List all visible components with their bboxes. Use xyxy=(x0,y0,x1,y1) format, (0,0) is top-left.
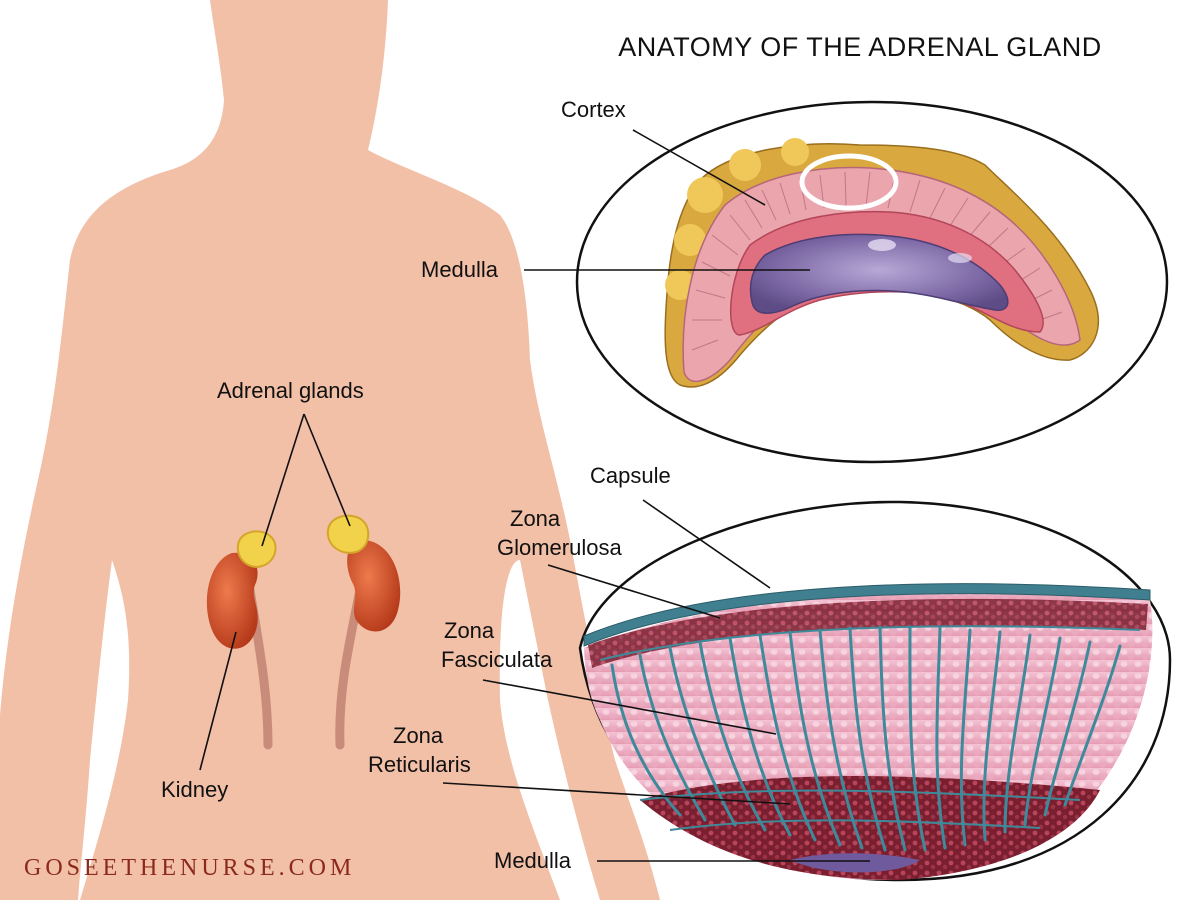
right-adrenal-gland xyxy=(326,514,370,554)
label-adrenal-glands: Adrenal glands xyxy=(217,378,364,403)
label-zona-reticularis-line1: Zona xyxy=(393,723,444,748)
label-cortex: Cortex xyxy=(561,97,626,122)
label-capsule: Capsule xyxy=(590,463,671,488)
left-adrenal-gland xyxy=(236,530,277,568)
label-zona-fasciculata-line2: Fasciculata xyxy=(441,647,553,672)
label-zona-glomerulosa-line1: Zona xyxy=(510,506,561,531)
left-kidney xyxy=(206,552,258,649)
diagram-title: ANATOMY OF THE ADRENAL GLAND xyxy=(618,32,1102,62)
label-zona-fasciculata-line1: Zona xyxy=(444,618,495,643)
site-watermark: GOSEETHENURSE.COM xyxy=(24,855,356,881)
label-zona-reticularis-line2: Reticularis xyxy=(368,752,471,777)
label-medulla-bottom: Medulla xyxy=(494,848,572,873)
label-zona-glomerulosa-line2: Glomerulosa xyxy=(497,535,622,560)
adrenal-cross-section xyxy=(664,138,1100,388)
body-silhouette xyxy=(0,0,660,900)
leader-lines xyxy=(199,129,870,862)
label-medulla-top: Medulla xyxy=(421,257,499,282)
label-kidney: Kidney xyxy=(161,777,229,802)
right-kidney xyxy=(347,540,401,632)
